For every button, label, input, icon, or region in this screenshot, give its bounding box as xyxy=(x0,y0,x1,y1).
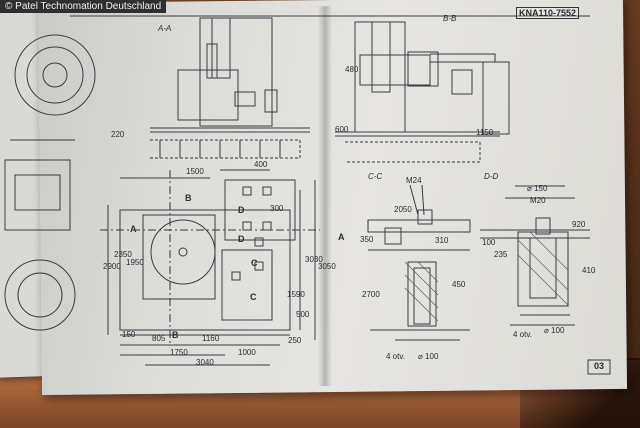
dim-1150: 1150 xyxy=(476,128,494,137)
marker-d-middle: D xyxy=(238,234,245,244)
dim-3050: 3050 xyxy=(318,262,336,271)
marker-a-right: A xyxy=(338,232,345,242)
marker-b-bottom: B xyxy=(172,330,179,340)
dim-450: 450 xyxy=(452,280,466,289)
dim-1160: 1160 xyxy=(202,334,220,343)
section-bb-title: B-B xyxy=(443,14,457,23)
dim-250: 250 xyxy=(288,336,302,345)
plan-view-foundation xyxy=(100,169,320,366)
dim-410: 410 xyxy=(582,266,596,275)
drawing-number: KNA110-7552 xyxy=(516,7,580,19)
dim-920: 920 xyxy=(572,220,586,229)
dim-300: 300 xyxy=(270,204,284,213)
dim-2050: 2050 xyxy=(394,205,412,214)
marker-c-upper: C xyxy=(251,258,258,268)
page-number: 03 xyxy=(594,361,605,371)
marker-a-left: A xyxy=(130,224,137,234)
dim-600: 600 xyxy=(335,125,349,134)
section-aa-title: A-A xyxy=(158,24,172,33)
section-cc xyxy=(367,184,471,341)
dim-805: 805 xyxy=(152,334,166,343)
section-dd xyxy=(480,185,590,326)
dim-350: 350 xyxy=(360,235,374,244)
dim-1750: 1750 xyxy=(170,348,188,357)
dim-1000: 1000 xyxy=(238,348,256,357)
dim-1590: 1590 xyxy=(287,290,305,299)
note-4-holes-dd: 4 otv. xyxy=(513,330,532,339)
dim-500: 500 xyxy=(296,310,310,319)
watermark-banner: © Patel Technomation Deutschland xyxy=(0,0,167,13)
dim-1500: 1500 xyxy=(186,167,204,176)
dim-2900: 2900 xyxy=(103,262,121,271)
dim-235: 235 xyxy=(494,250,508,259)
dim-100: 100 xyxy=(482,238,496,247)
dim-m24: M24 xyxy=(406,176,422,185)
dim-400: 400 xyxy=(254,160,268,169)
sheet-fold xyxy=(318,6,332,386)
marker-d-upper: D xyxy=(238,205,245,215)
dim-3040: 3040 xyxy=(196,358,214,367)
dim-m20: M20 xyxy=(530,196,546,205)
dim-2350: 2350 xyxy=(114,250,132,259)
section-cc-title: C-C xyxy=(368,172,383,181)
view-aa-machine xyxy=(150,17,310,159)
dim-220: 220 xyxy=(111,130,125,139)
view-bb-machine xyxy=(335,21,510,163)
dim-2700: 2700 xyxy=(362,290,380,299)
dim-1950: 1950 xyxy=(126,258,144,267)
dim-150: 150 xyxy=(122,330,136,339)
dim-480: 480 xyxy=(345,65,359,74)
back-sheet-circle-view xyxy=(4,34,96,331)
marker-c-lower: C xyxy=(250,292,257,302)
page-number-box xyxy=(587,359,611,375)
section-dd-title: D-D xyxy=(484,172,499,181)
dim-diameter-100-dd: ⌀ 100 xyxy=(544,326,565,335)
marker-b-top: B xyxy=(185,193,192,203)
dim-3030: 3030 xyxy=(305,255,323,264)
dim-diameter-150: ⌀ 150 xyxy=(527,184,548,193)
dim-diameter-100-cc: ⌀ 100 xyxy=(418,352,439,361)
dim-310: 310 xyxy=(435,236,449,245)
note-4-holes-cc: 4 otv. xyxy=(386,352,405,361)
